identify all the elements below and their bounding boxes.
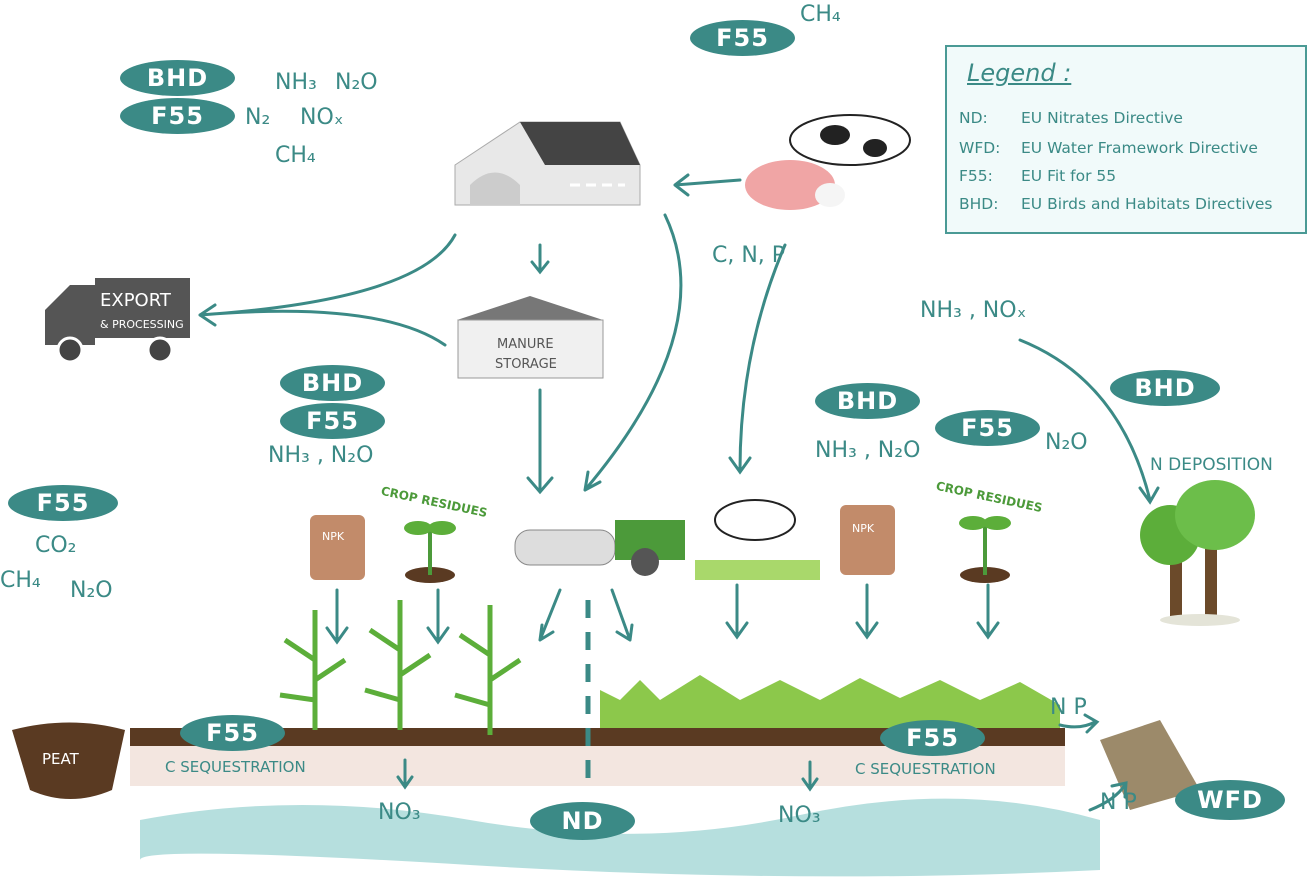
legend-box: Legend : ND: EU Nitrates Directive WFD: EU… [945, 45, 1307, 234]
legend-key: ND: [959, 109, 988, 127]
badge-bhd: BHD [120, 60, 235, 96]
legend-item-nd: ND: EU Nitrates Directive [959, 109, 1183, 127]
badge-f55: F55 [120, 98, 235, 134]
leaching-no3: NO₃ [778, 803, 821, 828]
peat-mound [12, 722, 125, 799]
legend-item-f55: F55: EU Fit for 55 [959, 167, 1116, 185]
badge-f55: F55 [690, 20, 795, 56]
leaching-no3: NO₃ [378, 800, 421, 825]
fertilizer-bag [310, 515, 365, 580]
badge-f55: F55 [280, 403, 385, 439]
badge-bhd: BHD [1110, 370, 1220, 406]
legend-item-bhd: BHD: EU Birds and Habitats Directives [959, 195, 1273, 213]
nutrients-cnp: C, N, P [712, 243, 786, 268]
pasture-patch [695, 560, 820, 580]
crop-residue-plant [404, 521, 456, 583]
legend-title: Legend : [967, 59, 1072, 87]
maize-plants [279, 600, 522, 735]
badge-nd: ND [530, 802, 635, 840]
manure-storage [457, 296, 604, 379]
emission-n2o: N₂O [1045, 430, 1088, 455]
legend-key: F55: [959, 167, 993, 185]
emission-n2o: N₂O [70, 578, 113, 603]
n-deposition-label: N DEPOSITION [1150, 455, 1273, 475]
legend-item-wfd: WFD: EU Water Framework Directive [959, 139, 1258, 157]
runoff-np: N P [1100, 790, 1137, 815]
legend-value: EU Birds and Habitats Directives [1021, 195, 1273, 213]
fertilizer-bag [840, 505, 895, 575]
emission-ch4: CH₄ [0, 568, 41, 593]
badge-f55: F55 [180, 715, 285, 751]
grassland [600, 675, 1060, 728]
legend-value: EU Water Framework Directive [1021, 139, 1258, 157]
emission-nh3-n2o: NH₃ , N₂O [268, 443, 374, 468]
barn [454, 121, 641, 206]
livestock [745, 114, 911, 210]
emission-nh3: NH₃ [275, 70, 317, 95]
storage-label: STORAGE [495, 357, 557, 372]
emission-nh3-nox: NH₃ , NOₓ [920, 298, 1027, 323]
emission-n2: N₂ [245, 105, 271, 130]
truck-export-label: EXPORT [100, 290, 171, 311]
peat-label: PEAT [42, 750, 79, 768]
emission-ch4: CH₄ [275, 143, 316, 168]
legend-key: WFD: [959, 139, 1001, 157]
badge-f55: F55 [880, 720, 985, 756]
truck-processing-label: & PROCESSING [100, 318, 184, 331]
emission-nh3-n2o: NH₃ , N₂O [815, 438, 921, 463]
badge-wfd: WFD [1175, 780, 1285, 820]
runoff-np: N P [1050, 695, 1087, 720]
export-truck [45, 278, 190, 364]
badge-f55: F55 [935, 410, 1040, 446]
flow-arrows [198, 173, 1160, 812]
grazing-cow [714, 499, 796, 541]
legend-value: EU Nitrates Directive [1021, 109, 1183, 127]
c-sequestration-label: C SEQUESTRATION [165, 758, 306, 776]
badge-bhd: BHD [815, 383, 920, 419]
manure-label: MANURE [497, 337, 554, 352]
emission-nox: NOₓ [300, 105, 344, 130]
emission-co2: CO₂ [35, 533, 77, 558]
slurry-tanker-tractor [514, 520, 685, 576]
crop-residue-plant [959, 516, 1011, 583]
emission-ch4: CH₄ [800, 2, 841, 27]
trees [1140, 480, 1255, 626]
soil-layer [130, 728, 1065, 746]
npk-label: NPK [852, 522, 875, 535]
badge-bhd: BHD [280, 365, 385, 401]
groundwater [140, 798, 1100, 877]
legend-value: EU Fit for 55 [1021, 167, 1117, 185]
legend-key: BHD: [959, 195, 999, 213]
emission-n2o: N₂O [335, 70, 378, 95]
c-sequestration-label: C SEQUESTRATION [855, 760, 996, 778]
badge-f55: F55 [8, 485, 118, 521]
npk-label: NPK [322, 530, 345, 543]
